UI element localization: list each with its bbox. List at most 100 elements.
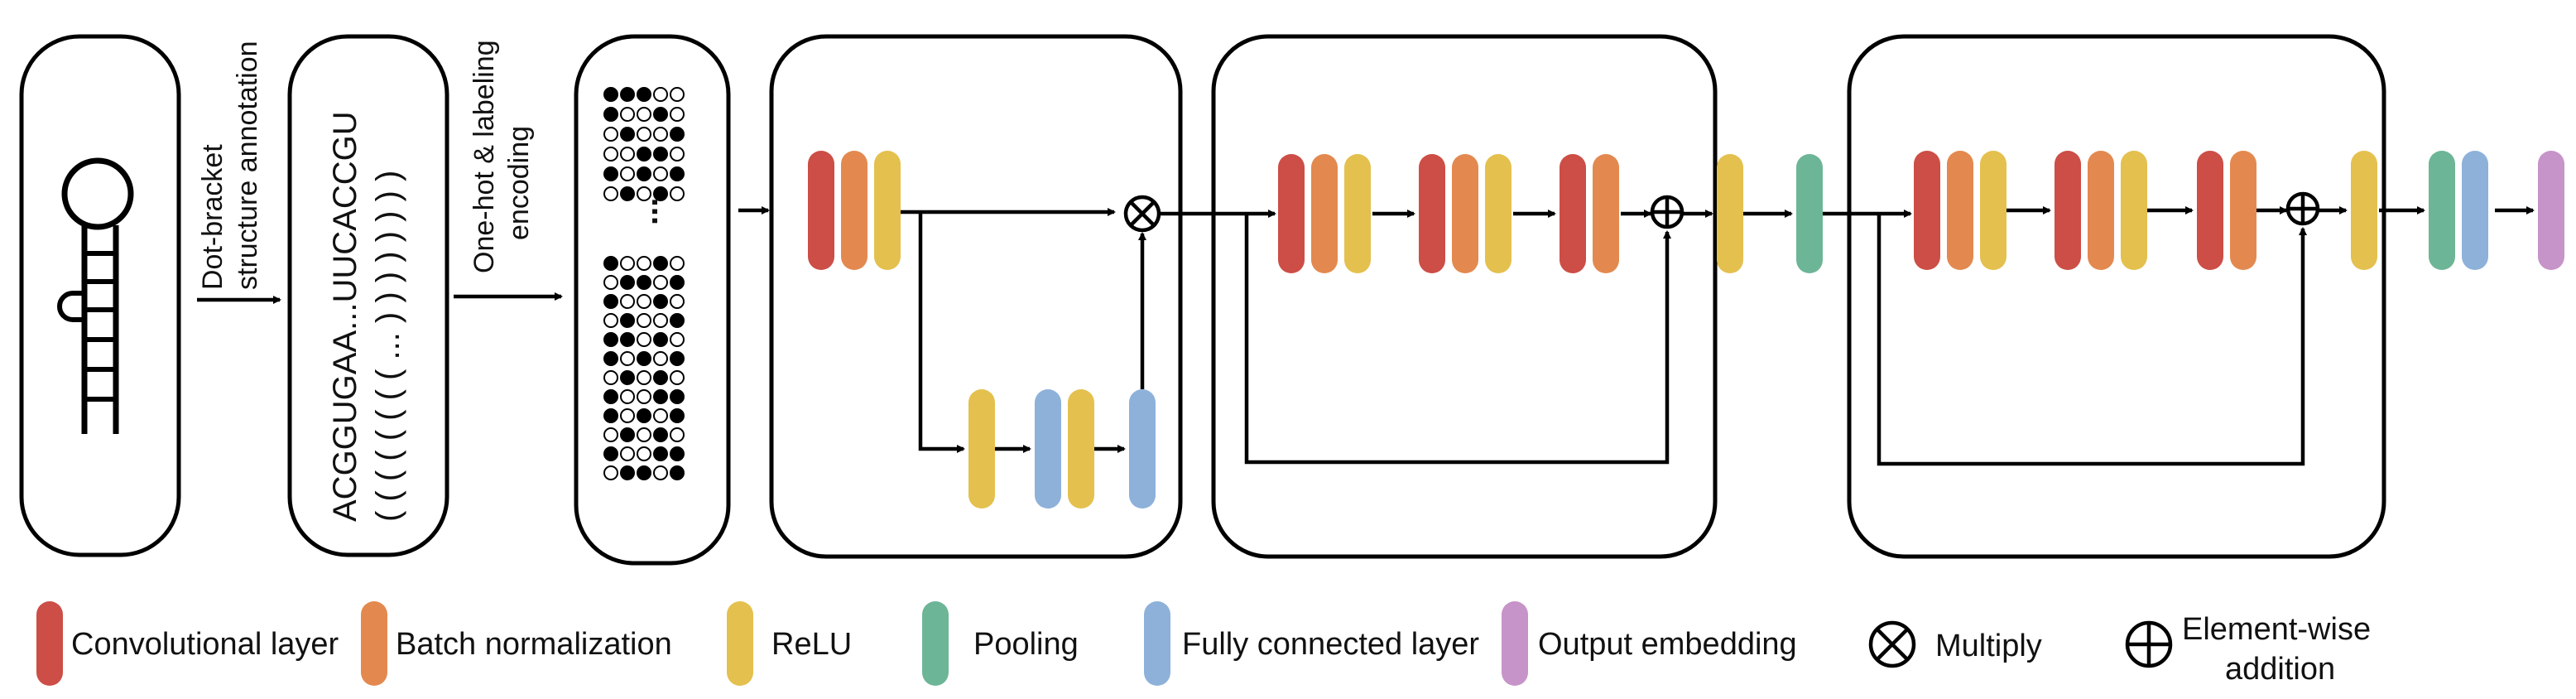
encoding-panel xyxy=(574,34,731,566)
empty-dot xyxy=(670,87,685,102)
filled-dot xyxy=(603,332,618,347)
structure-text: ( ( ( ( ( ( ( ( ... ) ) ) ) ) ) ) ) xyxy=(370,171,406,522)
filled-dot xyxy=(670,166,685,181)
empty-dot xyxy=(637,186,651,201)
legend-label-fc: Fully connected layer xyxy=(1182,627,1479,662)
legend: Convolutional layer Batch normalization … xyxy=(36,601,2371,687)
conv-layer xyxy=(808,151,834,270)
empty-dot xyxy=(670,427,685,442)
attention-main-layers xyxy=(808,151,901,270)
filled-dot xyxy=(620,313,635,328)
empty-dot xyxy=(653,465,668,480)
filled-dot xyxy=(653,256,668,271)
empty-dot xyxy=(653,408,668,423)
empty-dot xyxy=(637,107,651,122)
gate-fc-layer xyxy=(1035,389,1061,509)
filled-dot xyxy=(620,87,635,102)
filled-dot xyxy=(603,389,618,404)
batchnorm-layer xyxy=(841,151,867,270)
empty-dot xyxy=(603,427,618,442)
filled-dot xyxy=(603,87,618,102)
legend-label-bn: Batch normalization xyxy=(396,627,672,662)
filled-dot xyxy=(653,294,668,309)
filled-dot xyxy=(637,87,651,102)
empty-dot xyxy=(637,294,651,309)
empty-dot xyxy=(653,166,668,181)
one-hot-matrix xyxy=(603,87,685,480)
empty-dot xyxy=(603,127,618,142)
filled-dot xyxy=(603,107,618,122)
encoding-label-line2: encoding xyxy=(503,126,535,240)
empty-dot xyxy=(637,332,651,347)
legend-swatch-fc xyxy=(1144,601,1170,686)
head-fc-layer xyxy=(2462,151,2488,270)
empty-dot xyxy=(653,275,668,290)
legend-swatch-bn xyxy=(361,601,387,686)
filled-dot xyxy=(653,389,668,404)
empty-dot xyxy=(653,351,668,366)
res1-skip-connection xyxy=(1244,214,1671,465)
res1-relu-2 xyxy=(1485,154,1511,273)
filled-dot xyxy=(670,465,685,480)
filled-dot xyxy=(637,147,651,161)
attention-block-panel xyxy=(769,34,1183,559)
dot-bracket-panel xyxy=(287,34,449,557)
empty-dot xyxy=(670,370,685,385)
res2-bn-3 xyxy=(2230,151,2256,270)
legend-swatch-relu xyxy=(727,601,753,686)
res2-relu-1 xyxy=(1980,151,2006,270)
filled-dot xyxy=(620,427,635,442)
annotation-label-line2: structure annotation xyxy=(232,41,263,290)
filled-dot xyxy=(603,408,618,423)
encoding-label-line1: One-hot & labeling xyxy=(469,40,500,273)
empty-dot xyxy=(620,256,635,271)
res1-bn-1 xyxy=(1311,154,1338,273)
filled-dot xyxy=(670,389,685,404)
res1-bn-2 xyxy=(1452,154,1478,273)
sequence-text: ACGGUGAA...UUCACCGU xyxy=(327,111,363,522)
empty-dot xyxy=(670,147,685,161)
filled-dot xyxy=(653,370,668,385)
empty-dot xyxy=(603,275,618,290)
legend-label-pool: Pooling xyxy=(973,627,1079,662)
empty-dot xyxy=(603,465,618,480)
filled-dot xyxy=(637,465,651,480)
empty-dot xyxy=(653,127,668,142)
empty-dot xyxy=(620,351,635,366)
legend-label-out: Output embedding xyxy=(1538,627,1797,662)
legend-label-add-line2: addition xyxy=(2225,652,2335,687)
filled-dot xyxy=(653,147,668,161)
legend-label-add-line1: Element-wise xyxy=(2182,612,2371,647)
filled-dot xyxy=(670,446,685,461)
attention-gate-branch xyxy=(918,212,965,453)
filled-dot xyxy=(670,275,685,290)
res2-bn-1 xyxy=(1947,151,1973,270)
empty-dot xyxy=(637,313,651,328)
empty-dot xyxy=(620,294,635,309)
add-icon xyxy=(2285,191,2320,226)
filled-dot xyxy=(670,313,685,328)
head-pooling-layer xyxy=(2429,151,2455,270)
empty-dot xyxy=(603,147,618,161)
res1-conv-2 xyxy=(1419,154,1445,273)
residual-block-2-panel xyxy=(1847,34,2386,559)
filled-dot xyxy=(653,186,668,201)
empty-dot xyxy=(670,107,685,122)
empty-dot xyxy=(637,127,651,142)
filled-dot xyxy=(653,427,668,442)
filled-dot xyxy=(603,166,618,181)
res1-relu-out xyxy=(1717,154,1743,273)
empty-dot xyxy=(620,389,635,404)
res1-conv-3 xyxy=(1560,154,1586,273)
res1-relu-1 xyxy=(1344,154,1371,273)
rna-hairpin-icon xyxy=(57,157,134,434)
gate-relu-layer-2 xyxy=(1068,389,1094,509)
output-embedding xyxy=(2538,151,2564,270)
empty-dot xyxy=(603,186,618,201)
res1-conv-1 xyxy=(1278,154,1305,273)
empty-dot xyxy=(620,107,635,122)
add-icon xyxy=(1650,195,1684,229)
filled-dot xyxy=(603,351,618,366)
filled-dot xyxy=(603,294,618,309)
